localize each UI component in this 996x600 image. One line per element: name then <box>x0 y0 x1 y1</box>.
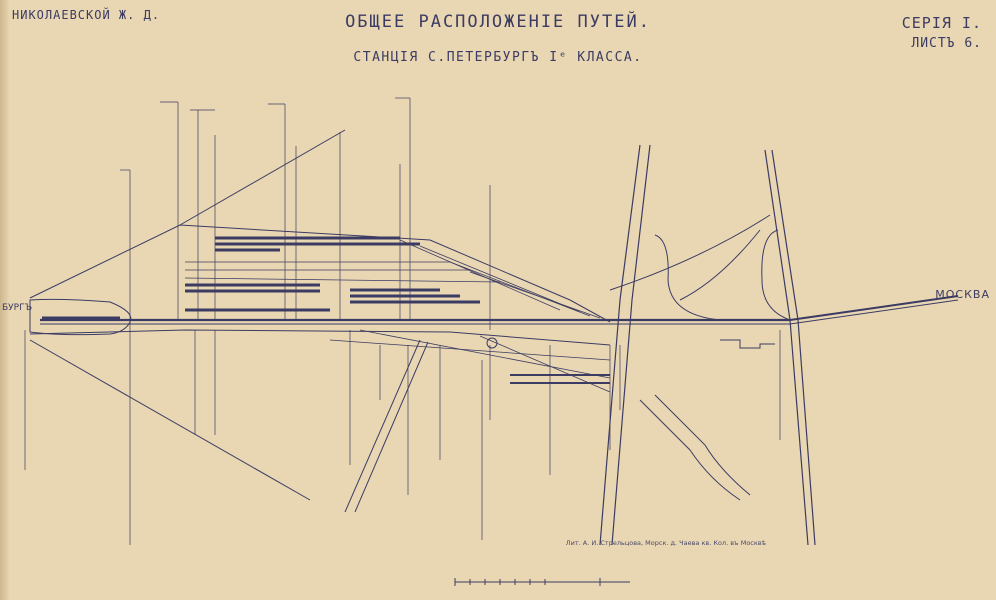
yard-track <box>359 329 611 379</box>
line-to-moscow <box>789 295 959 321</box>
connecting-curve <box>654 234 721 321</box>
petersburg-edge-label: БУРГЪ <box>2 303 33 313</box>
access-road <box>344 339 421 513</box>
crossing-railway-west <box>599 144 641 546</box>
crossing-railway-east <box>764 149 809 546</box>
railway-name: НИКОЛАЕВСКОЙ Ж. Д. <box>12 8 161 22</box>
series-label: СЕРІЯ I. <box>901 14 982 32</box>
southwest-boundary-line <box>29 339 311 501</box>
lithographer-imprint: Лит. А. И. Стрельцова, Морск. д. Чаева к… <box>565 539 766 547</box>
north-boundary-line <box>179 129 346 226</box>
crossing-railway-west-2 <box>611 144 651 546</box>
page-fold-shadow <box>0 0 10 600</box>
connecting-curve <box>761 229 791 321</box>
connecting-curve <box>609 214 771 291</box>
map-subtitle: СТАНЦІЯ С.ПЕТЕРБУРГЪ Iᵉ КЛАССА. <box>353 50 643 65</box>
turntable <box>486 337 498 349</box>
yard-outline-north <box>29 224 611 323</box>
yard-track <box>399 239 561 311</box>
scale-bar <box>454 578 630 586</box>
access-road <box>354 341 429 513</box>
yard-track <box>469 271 601 319</box>
river-bank <box>654 394 751 496</box>
yard-track <box>184 277 501 283</box>
yard-track <box>329 339 611 361</box>
connecting-curve <box>679 229 761 301</box>
yard-outline-south <box>29 329 611 346</box>
river-bank <box>639 399 741 501</box>
crossing-railway-east-2 <box>771 149 816 546</box>
map-title: ОБЩЕЕ РАСПОЛОЖЕНІЕ ПУТЕЙ. <box>345 12 651 32</box>
yard-track <box>449 261 591 317</box>
yard-track <box>419 245 581 313</box>
sheet-label: ЛИСТЪ 6. <box>911 36 982 51</box>
line-to-moscow-2 <box>789 299 959 325</box>
moscow-direction-label: МОСКВА <box>935 288 990 301</box>
property-line <box>720 339 775 349</box>
